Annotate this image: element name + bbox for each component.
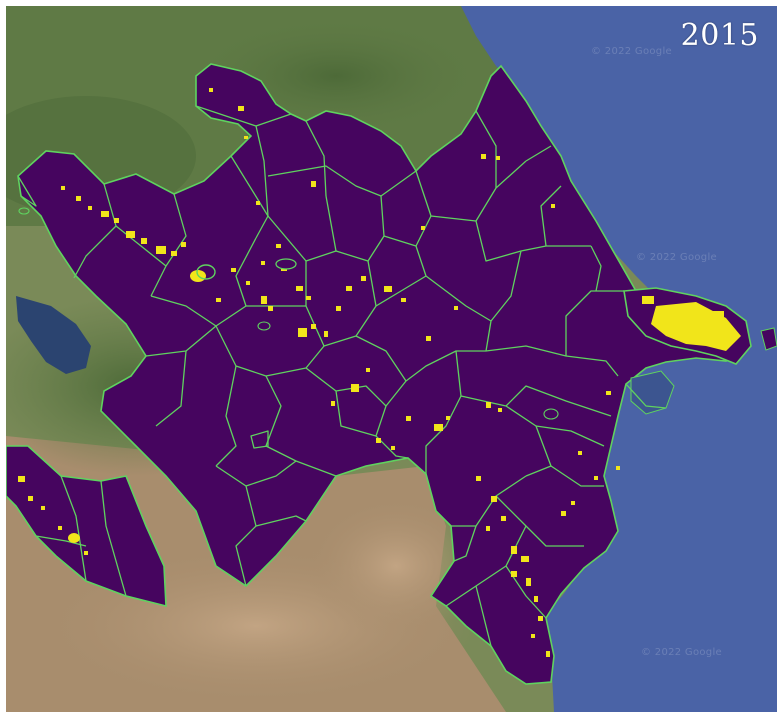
reservoir-3 [543, 408, 559, 420]
map-attribution: © 2022 Google [591, 46, 672, 57]
map-attribution: © 2022 Google [641, 647, 722, 658]
map-attribution: © 2022 Google [636, 252, 717, 263]
caspian-sea [461, 6, 777, 712]
district-boundaries [17, 105, 667, 647]
azerbaijan-mainland [17, 63, 743, 685]
reservoir-5 [18, 207, 30, 215]
year-label: 2015 [680, 18, 759, 53]
urban-areas [18, 88, 741, 657]
islet [760, 327, 777, 351]
satellite-map[interactable]: © 2022 Google © 2022 Google © 2022 Googl… [6, 6, 777, 712]
reservoir-1 [275, 258, 297, 270]
lake-sevan [16, 296, 91, 374]
reservoir-4 [196, 264, 216, 280]
map-canvas [6, 6, 777, 712]
reservoir-2 [257, 321, 271, 331]
nakhchivan-region [6, 445, 167, 608]
